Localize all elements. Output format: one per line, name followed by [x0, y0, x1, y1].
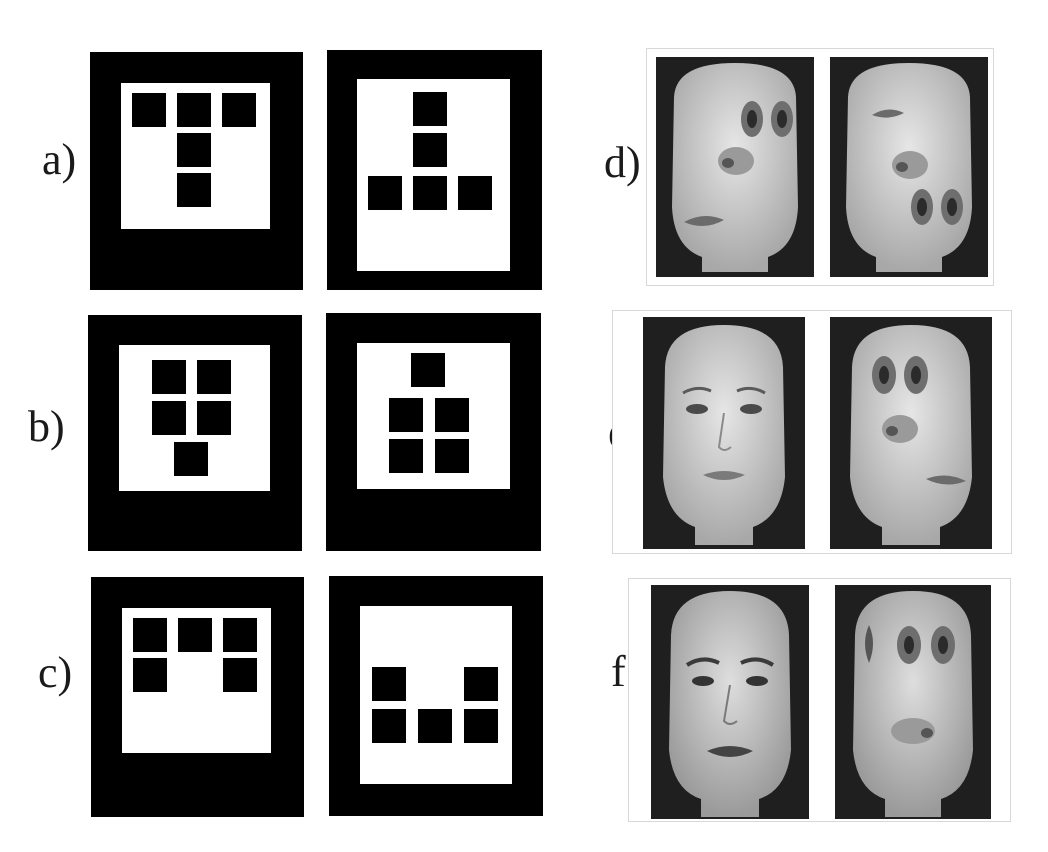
- block: [368, 176, 402, 210]
- block: [223, 658, 257, 692]
- panel-a-left-window: [121, 83, 270, 229]
- photo-d: [646, 48, 994, 286]
- block: [177, 173, 211, 207]
- panel-a-right-window: [357, 79, 510, 271]
- block: [152, 360, 186, 394]
- block: [372, 667, 406, 701]
- block: [413, 133, 447, 167]
- block: [178, 618, 212, 652]
- block: [458, 176, 492, 210]
- block: [222, 93, 256, 127]
- panel-c-right: [329, 576, 543, 816]
- label-f: f: [611, 647, 626, 696]
- panel-b-left-window: [119, 345, 270, 491]
- block: [152, 401, 186, 435]
- panel-a-left: [90, 52, 303, 290]
- panel-c-left-window: [122, 608, 271, 753]
- block: [223, 618, 257, 652]
- label-d: d): [604, 138, 641, 187]
- block: [174, 442, 208, 476]
- block: [372, 709, 406, 743]
- block: [413, 92, 447, 126]
- block: [177, 133, 211, 167]
- label-c: c): [38, 648, 73, 697]
- block: [197, 360, 231, 394]
- block: [435, 398, 469, 432]
- block: [132, 93, 166, 127]
- panel-b-right-window: [357, 343, 510, 489]
- panel-a-right: [327, 50, 542, 290]
- block: [389, 398, 423, 432]
- block: [435, 439, 469, 473]
- photo-e: [612, 310, 1012, 554]
- face-e-left: [643, 317, 805, 549]
- block: [177, 93, 211, 127]
- block: [413, 176, 447, 210]
- block: [464, 667, 498, 701]
- face-d-left: [656, 57, 814, 277]
- block: [418, 709, 452, 743]
- block: [133, 658, 167, 692]
- block: [411, 353, 445, 387]
- panel-b-right: [326, 313, 541, 551]
- block: [389, 439, 423, 473]
- face-f-left: [651, 585, 809, 819]
- face-f-right: [835, 585, 991, 819]
- label-b: b): [28, 402, 65, 451]
- block: [133, 618, 167, 652]
- face-e-right: [830, 317, 992, 549]
- photo-f: [628, 578, 1011, 822]
- panel-b-left: [88, 315, 302, 551]
- panel-c-left: [91, 577, 304, 817]
- label-a: a): [42, 135, 77, 184]
- face-d-right: [830, 57, 988, 277]
- panel-c-right-window: [360, 606, 512, 784]
- block: [464, 709, 498, 743]
- block: [197, 401, 231, 435]
